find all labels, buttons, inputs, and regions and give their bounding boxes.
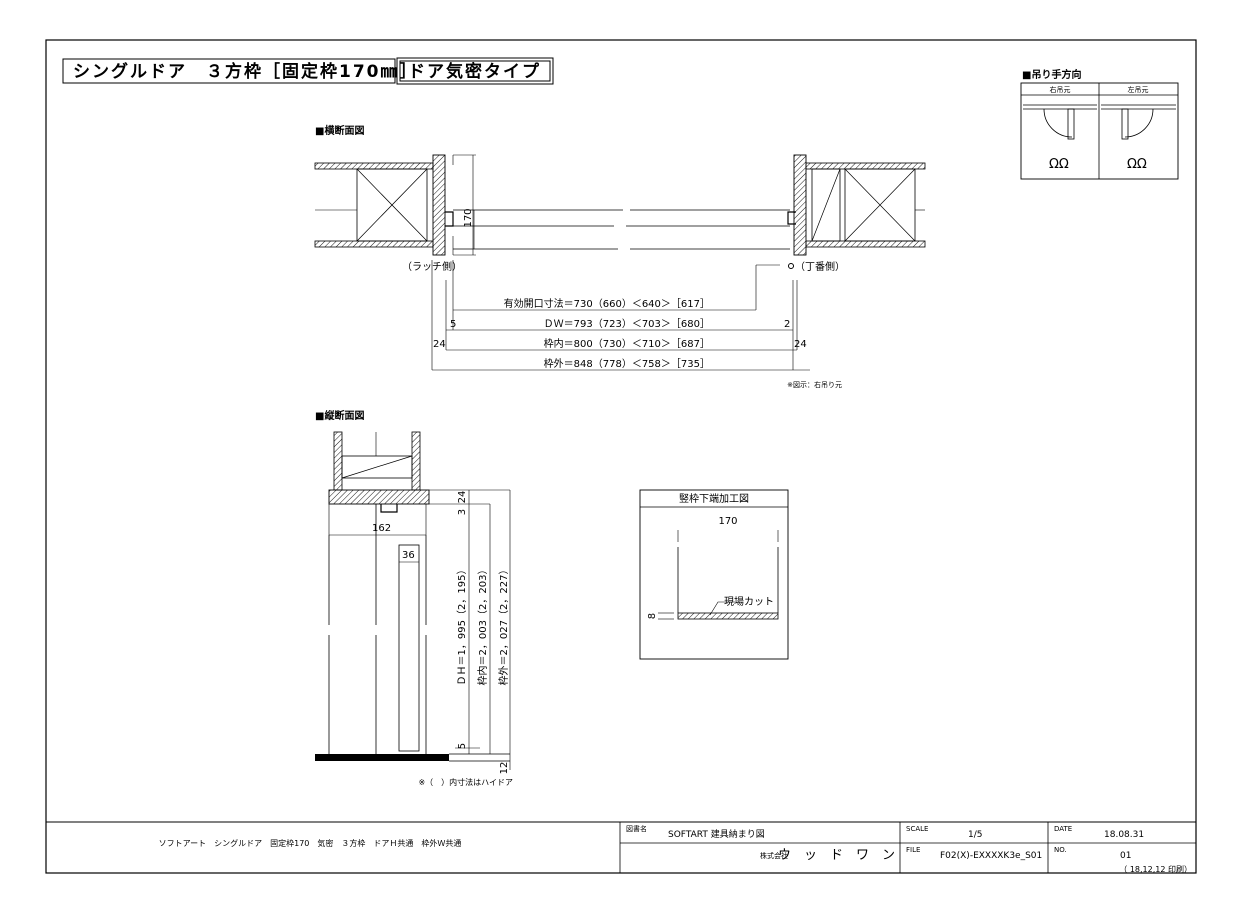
- swing-direction: ■吊り手方向 右吊元 左吊元 ΩΩ ΩΩ: [1020, 68, 1179, 180]
- drawing-label: 図書名: [626, 824, 647, 833]
- swing-heading: ■吊り手方向: [1022, 68, 1081, 81]
- vertical-section: ■縦断面図 162 36 3: [315, 409, 513, 787]
- dim-bottom-12: 12: [499, 762, 510, 775]
- dim-left-24: 24: [433, 339, 446, 350]
- file-label: FILE: [906, 846, 920, 854]
- scale-label: SCALE: [906, 825, 928, 833]
- print-date: （ 18,12,12 印刷）: [1119, 865, 1192, 874]
- dim-outer: 枠外＝848（778）＜758＞［735］: [544, 357, 710, 370]
- title-main: シングルドア ３方枠［固定枠170㎜］: [73, 61, 419, 82]
- horizontal-heading: ■横断面図: [315, 124, 364, 137]
- swing-left-label: 左吊元: [1128, 85, 1149, 94]
- vertical-heading: ■縦断面図: [315, 409, 364, 422]
- dim-inner: 枠内＝800（730）＜710＞［687］: [544, 337, 710, 350]
- dim-vertical-outer: 枠外＝2，027（2，227）: [497, 565, 510, 686]
- file-value: F02(X)-EXXXXK3e_S01: [940, 851, 1042, 861]
- dim-36: 36: [402, 550, 415, 561]
- dim-right-24: 24: [794, 339, 807, 350]
- company-label: 株式会社: [760, 851, 788, 860]
- dim-effective: 有効開口寸法＝730（660）＜640＞［617］: [504, 297, 710, 310]
- dim-vertical-inner: 枠内＝2，003（2，203）: [476, 565, 489, 686]
- vertical-note: ※（ ）内寸法はハイドア: [418, 777, 513, 787]
- dim-top-3: 3: [457, 509, 468, 515]
- scale-value: 1/5: [968, 830, 982, 840]
- footer-description: ソフトアート シングルドア 固定枠170 気密 ３方枠 ドアＨ共通 枠外Ｗ共通: [159, 838, 462, 848]
- sheet-border: [45, 39, 1197, 874]
- dim-dh: ＤＨ＝1，995（2，195）: [456, 565, 468, 686]
- dim-162: 162: [372, 523, 391, 534]
- no-label: NO.: [1054, 846, 1067, 854]
- title-block: シングルドア ３方枠［固定枠170㎜］ ドア気密タイプ: [62, 57, 554, 85]
- footprint-icon: ΩΩ: [1049, 157, 1069, 172]
- dim-top-24: 24: [457, 491, 468, 504]
- title-footer: ソフトアート シングルドア 固定枠170 気密 ３方枠 ドアＨ共通 枠外Ｗ共通 …: [46, 821, 1196, 874]
- dim-bottom-5: 5: [457, 743, 468, 749]
- detail-title: 竪枠下端加工図: [679, 492, 749, 505]
- detail-depth: 8: [647, 613, 658, 619]
- date-label: DATE: [1054, 825, 1072, 833]
- swing-right-label: 右吊元: [1050, 85, 1071, 94]
- dim-right-2: 2: [784, 319, 790, 330]
- bottom-cut-detail: 竪枠下端加工図 170 現場カット 8: [639, 489, 789, 660]
- drawing-name: SOFTART 建具納まり図: [668, 828, 765, 840]
- title-badge: ドア気密タイプ: [408, 61, 541, 82]
- footprint-icon: ΩΩ: [1127, 157, 1147, 172]
- hinge-side-label: （丁番側）: [795, 260, 845, 273]
- no-value: 01: [1120, 851, 1131, 861]
- detail-width: 170: [718, 516, 737, 527]
- frame-depth-label: 170: [463, 208, 474, 227]
- detail-cut-label: 現場カット: [724, 595, 774, 608]
- company-name: ウ ッ ド ワ ン: [778, 848, 895, 863]
- dim-dw: ＤＷ＝793（723）＜703＞［680］: [544, 318, 710, 330]
- dim-left-5: 5: [450, 319, 456, 330]
- horizontal-note: ※図示：右吊り元: [787, 380, 842, 389]
- date-value: 18.08.31: [1104, 830, 1144, 840]
- horizontal-section: ■横断面図 170 （ラッ: [314, 124, 926, 389]
